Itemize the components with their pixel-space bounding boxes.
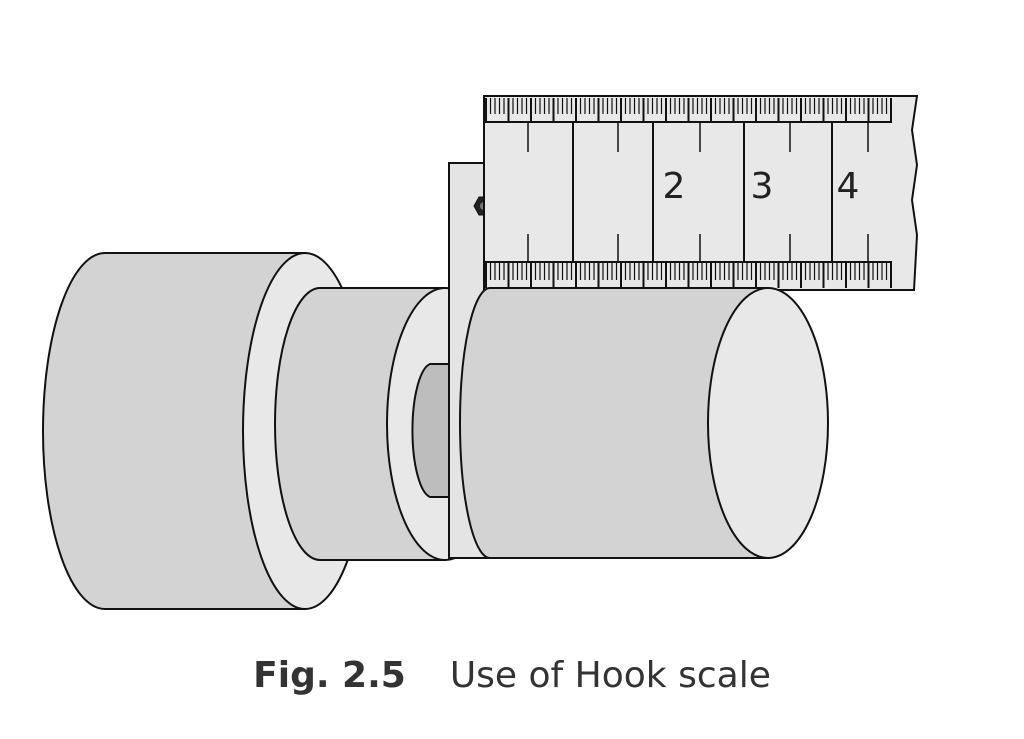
rule-ticks-top	[485, 98, 892, 122]
scale-number-3: 3	[751, 166, 774, 207]
scale-number-4: 4	[837, 166, 860, 207]
figure-caption: Fig. 2.5 Use of Hook scale	[0, 655, 1024, 696]
rule-ticks-bottom	[485, 262, 892, 288]
figure-number: Fig. 2.5	[253, 655, 406, 696]
scale-number-2: 2	[663, 166, 686, 207]
workpiece-cylinder	[459, 287, 829, 559]
rule-ticks-middle	[527, 122, 869, 262]
figure-title: Use of Hook scale	[449, 655, 771, 696]
steel-rule: 2 3 4	[483, 95, 919, 291]
